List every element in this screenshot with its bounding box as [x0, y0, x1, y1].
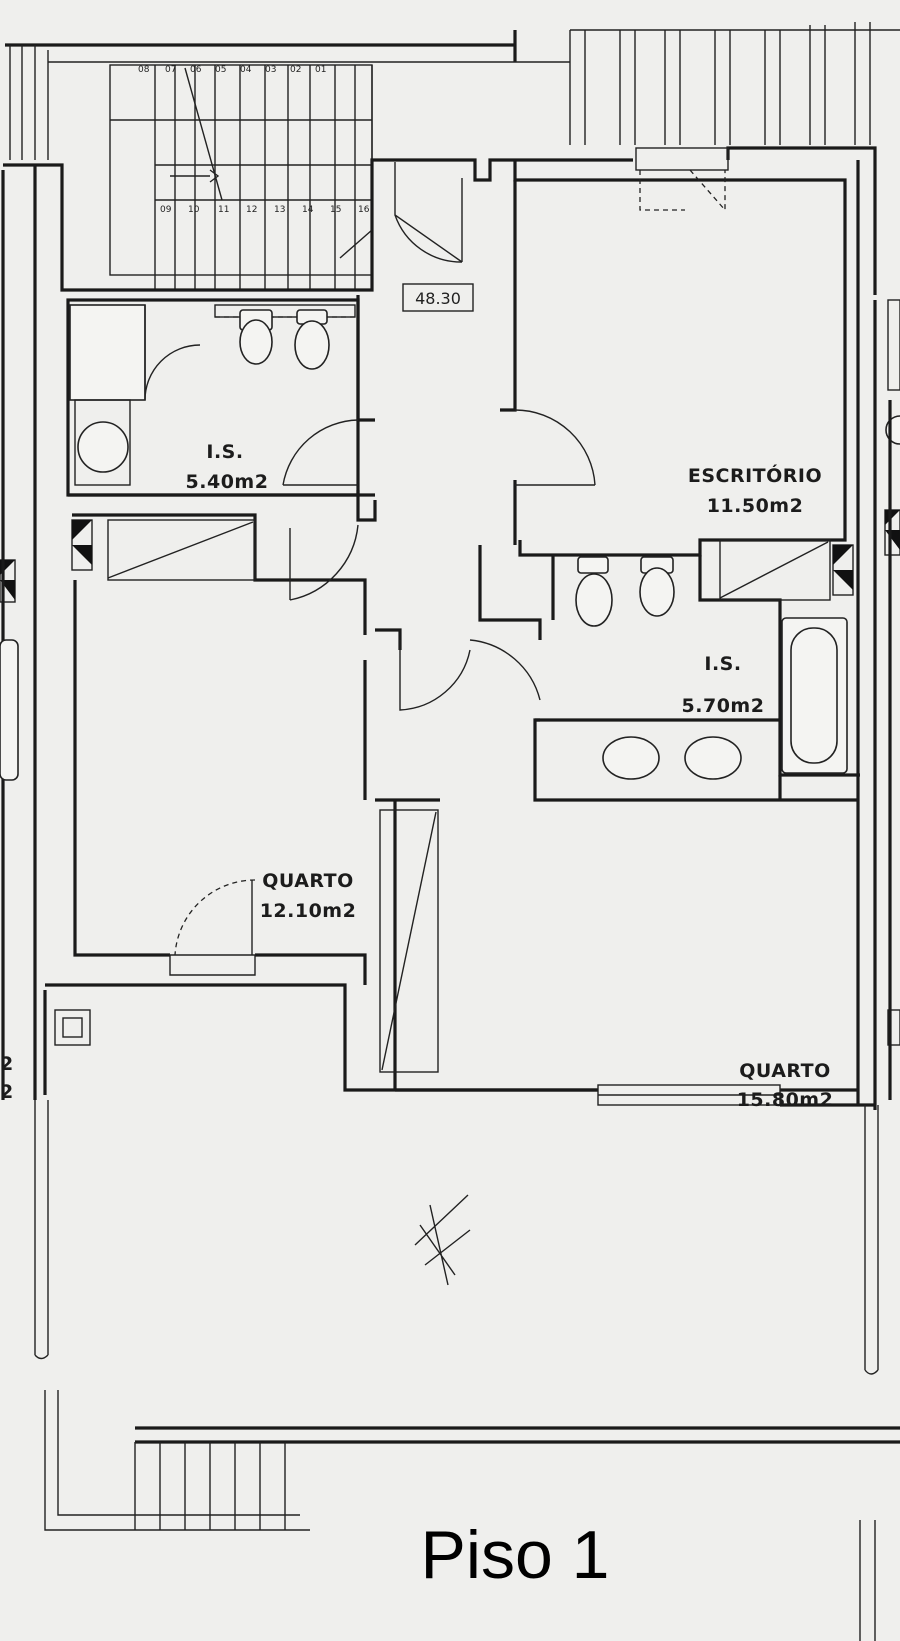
stair-step-numbers-lower: 09 10 11 12 13 14 15 16	[160, 205, 370, 215]
step-number: 09	[160, 205, 172, 215]
neighbor-units: 2 2	[0, 170, 900, 1103]
room-area: 15.80m2	[737, 1089, 834, 1111]
doors	[169, 147, 781, 1106]
step-number: 14	[302, 205, 314, 215]
room-name: QUARTO	[262, 870, 354, 892]
room-bedroom-left: QUARTO 12.10m2	[260, 870, 357, 922]
room-area: 11.50m2	[707, 495, 804, 517]
walls	[3, 146, 877, 1110]
floor-title: Piso 1	[421, 1517, 610, 1593]
lower-terrace	[34, 1100, 900, 1641]
step-number: 07	[165, 65, 176, 75]
step-number: 12	[246, 205, 257, 215]
room-area: 5.70m2	[682, 695, 765, 717]
step-number: 10	[188, 205, 200, 215]
room-labels: I.S. 5.40m2 ESCRITÓRIO 11.50m2 I.S. 5.70…	[186, 441, 834, 1111]
step-number: 02	[290, 65, 301, 75]
side-mark-left-2: 2	[0, 1081, 14, 1103]
room-name: I.S.	[206, 441, 243, 463]
room-area: 5.40m2	[186, 471, 269, 493]
room-bedroom-right: QUARTO 15.80m2	[737, 1060, 834, 1111]
stair-area-tag: 48.30	[402, 283, 474, 312]
step-number: 11	[218, 205, 229, 215]
room-name: I.S.	[704, 653, 741, 675]
step-number: 15	[330, 205, 341, 215]
stair-step-numbers-upper: 08 07 06 05 04 03 02 01	[138, 65, 326, 75]
step-number: 04	[240, 65, 252, 75]
step-number: 05	[215, 65, 226, 75]
stair-area-value: 48.30	[415, 289, 461, 308]
room-name: QUARTO	[739, 1060, 831, 1082]
top-balustrade	[5, 22, 900, 160]
step-number: 08	[138, 65, 150, 75]
fixtures	[0, 304, 900, 1046]
step-number: 01	[315, 65, 326, 75]
step-number: 06	[190, 65, 202, 75]
step-number: 03	[265, 65, 276, 75]
staircase: 08 07 06 05 04 03 02 01 09 10 11 12 13 1…	[109, 64, 373, 290]
room-office: ESCRITÓRIO 11.50m2	[688, 463, 822, 517]
room-area: 12.10m2	[260, 900, 357, 922]
step-number: 16	[358, 205, 370, 215]
room-wc-right: I.S. 5.70m2	[682, 653, 765, 717]
side-mark-left: 2	[0, 1053, 14, 1075]
room-name: ESCRITÓRIO	[688, 463, 822, 487]
room-wc-left: I.S. 5.40m2	[186, 441, 269, 493]
step-number: 13	[274, 205, 285, 215]
